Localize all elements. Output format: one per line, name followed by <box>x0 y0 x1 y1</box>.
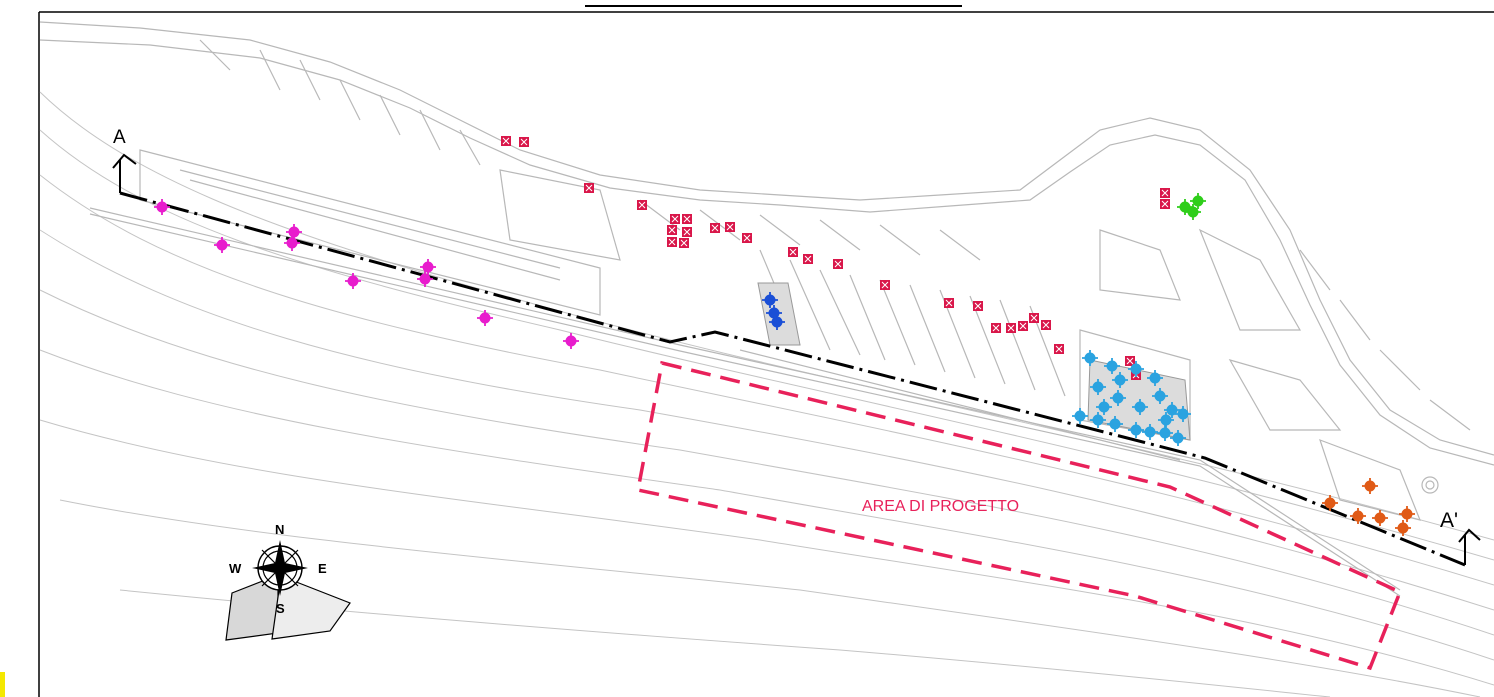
magenta-marker <box>214 237 230 253</box>
red-marker <box>667 225 677 235</box>
red-marker <box>584 183 594 193</box>
orange-marker <box>1322 495 1338 511</box>
red-marker <box>1029 313 1039 323</box>
cyan-marker <box>1142 424 1158 440</box>
red-marker <box>1041 320 1051 330</box>
orange-marker <box>1372 510 1388 526</box>
cyan-marker <box>1104 358 1120 374</box>
magenta-marker <box>420 259 436 275</box>
red-marker <box>1018 321 1028 331</box>
compass-south-label: S <box>276 601 285 616</box>
blue-marker <box>762 292 778 308</box>
cyan-marker <box>1132 399 1148 415</box>
cyan-marker <box>1090 379 1106 395</box>
red-marker <box>670 214 680 224</box>
green-marker <box>1185 204 1201 220</box>
magenta-marker <box>284 235 300 251</box>
cyan-marker <box>1170 430 1186 446</box>
red-marker <box>833 259 843 269</box>
marker-layer <box>154 136 1415 536</box>
magenta-marker <box>417 271 433 287</box>
red-marker <box>1125 356 1135 366</box>
orange-marker <box>1395 520 1411 536</box>
magenta-marker <box>345 273 361 289</box>
red-marker <box>710 223 720 233</box>
magenta-marker <box>477 310 493 326</box>
red-marker <box>803 254 813 264</box>
cyan-marker <box>1164 402 1180 418</box>
cyan-marker <box>1128 422 1144 438</box>
cyan-marker <box>1147 370 1163 386</box>
orange-marker <box>1362 478 1378 494</box>
red-marker <box>1160 199 1170 209</box>
red-marker <box>682 227 692 237</box>
red-marker <box>1160 188 1170 198</box>
red-marker <box>682 214 692 224</box>
edge-marker <box>0 672 5 697</box>
section-end-label: A' <box>1440 509 1458 532</box>
project-area-outline <box>635 360 1403 671</box>
red-marker <box>679 238 689 248</box>
magenta-marker <box>563 333 579 349</box>
red-marker <box>788 247 798 257</box>
red-marker <box>519 137 529 147</box>
compass-rose-icon <box>252 540 308 596</box>
red-marker <box>880 280 890 290</box>
red-marker <box>667 237 677 247</box>
cyan-marker <box>1152 388 1168 404</box>
red-marker <box>501 136 511 146</box>
red-marker <box>637 200 647 210</box>
cyan-marker <box>1175 406 1191 422</box>
cyan-marker <box>1112 372 1128 388</box>
orange-marker <box>1350 508 1366 524</box>
orange-marker <box>1399 506 1415 522</box>
red-marker <box>1054 344 1064 354</box>
section-line <box>112 153 1481 567</box>
compass-east-label: E <box>318 561 327 576</box>
red-marker <box>991 323 1001 333</box>
red-marker <box>1006 323 1016 333</box>
cyan-marker <box>1090 412 1106 428</box>
cyan-marker <box>1128 361 1144 377</box>
cyan-marker <box>1082 350 1098 366</box>
red-marker <box>742 233 752 243</box>
red-marker <box>725 222 735 232</box>
project-area-label: AREA DI PROGETTO <box>862 498 1019 515</box>
magenta-marker <box>286 224 302 240</box>
wind-sector-icon <box>225 574 351 641</box>
cyan-marker <box>1157 425 1173 441</box>
blue-marker <box>769 314 785 330</box>
green-marker <box>1177 199 1193 215</box>
red-marker <box>973 301 983 311</box>
red-marker <box>944 298 954 308</box>
magenta-marker <box>154 199 170 215</box>
cyan-marker <box>1158 412 1174 428</box>
cyan-marker <box>1096 399 1112 415</box>
cyan-marker <box>1110 390 1126 406</box>
cyan-marker <box>1072 408 1088 424</box>
cyan-marker <box>1107 416 1123 432</box>
green-marker <box>1190 193 1206 209</box>
compass-north-label: N <box>275 522 284 537</box>
section-start-label: A <box>113 127 126 148</box>
compass-west-label: W <box>229 561 242 576</box>
